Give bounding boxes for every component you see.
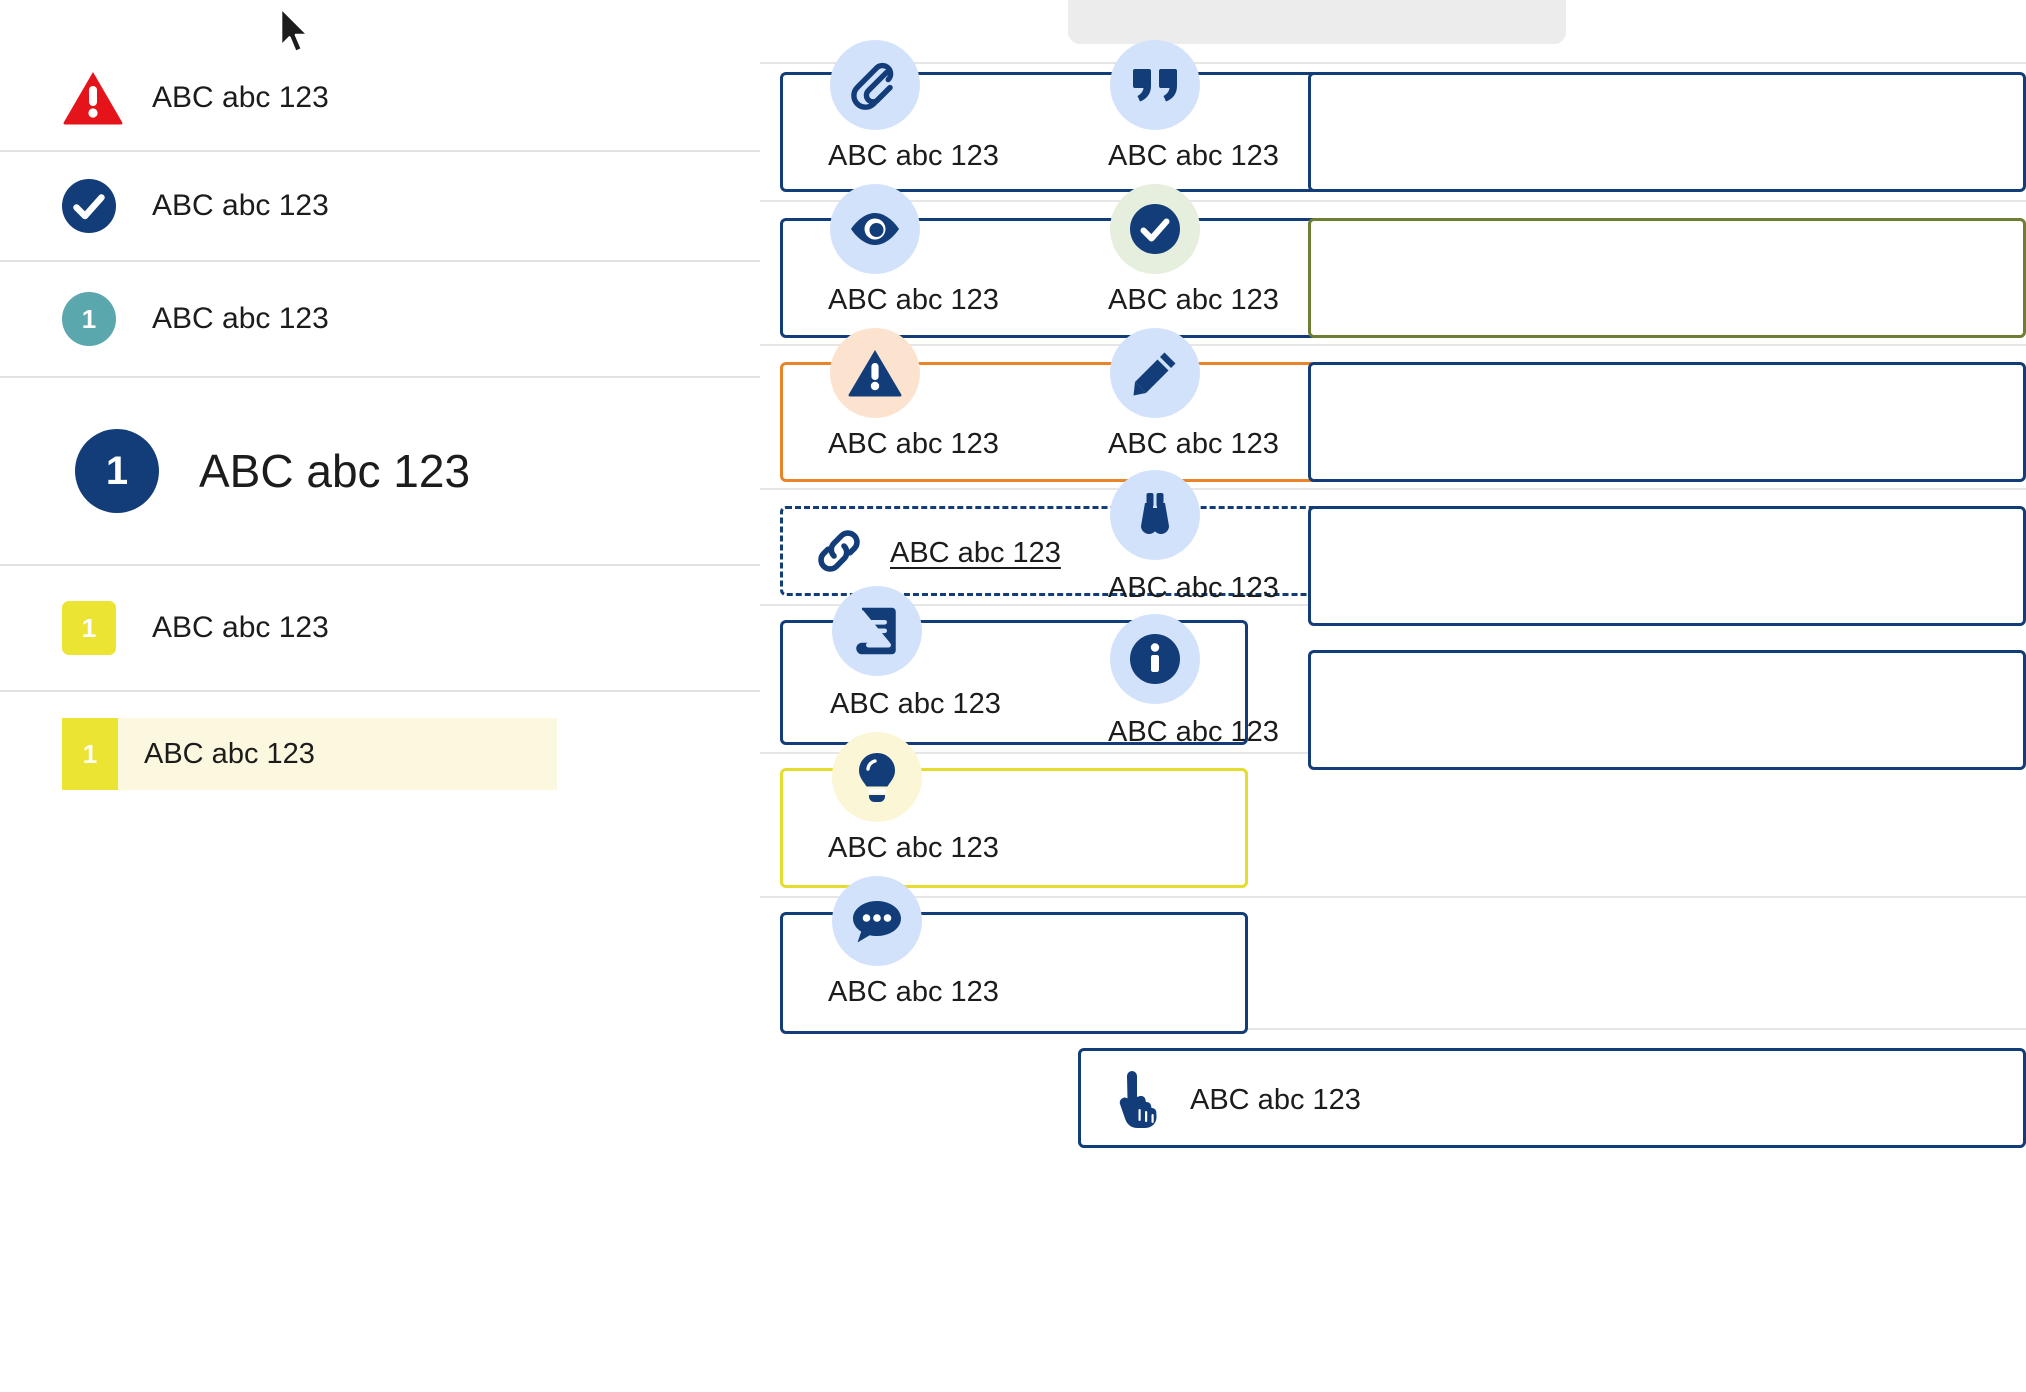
card-text: ABC abc 123 [1108, 428, 1279, 460]
paperclip-icon [830, 40, 920, 130]
number-badge-icon: 1 [62, 718, 118, 790]
card-edit[interactable] [1308, 362, 2026, 482]
list-item-count-navy-large[interactable]: 1 ABC abc 123 [0, 378, 835, 564]
badge-count: 1 [81, 304, 97, 334]
divider [760, 344, 2026, 346]
list-item-label: ABC abc 123 [152, 81, 329, 114]
card-link[interactable] [780, 506, 1348, 596]
card-text: ABC abc 123 [828, 284, 999, 316]
list-item-alert-success[interactable]: ABC abc 123 [0, 152, 822, 260]
divider [0, 690, 760, 692]
list-item-alert-danger[interactable]: ABC abc 123 [0, 48, 822, 148]
divider [0, 564, 760, 566]
cards-area: ABC abc 123 ABC abc 123 ABC abc 123 ABC … [760, 0, 2026, 1392]
pointing-hand-icon [1112, 1068, 1168, 1130]
card-info[interactable] [1308, 650, 2026, 770]
badge-count: 1 [81, 613, 97, 643]
card-text: ABC abc 123 [828, 428, 999, 460]
card-text: ABC abc 123 [828, 832, 999, 864]
lightbulb-icon [832, 732, 922, 822]
card-success[interactable] [1308, 218, 2026, 338]
check-circle-icon [62, 179, 116, 233]
left-column: ABC abc 123 ABC abc 123 1 ABC abc 123 1 … [0, 0, 760, 1392]
card-text: ABC abc 123 [1190, 1084, 1361, 1116]
divider [1080, 1028, 2026, 1030]
list-item-label: ABC abc 123 [144, 737, 315, 770]
list-item-label: ABC abc 123 [152, 611, 329, 644]
divider [760, 896, 2026, 898]
binoculars-icon [1110, 470, 1200, 560]
list-item-label: ABC abc 123 [152, 302, 329, 335]
card-link-text[interactable]: ABC abc 123 [890, 537, 1061, 569]
number-badge-icon: 1 [75, 429, 159, 513]
divider [760, 200, 2026, 202]
warning-triangle-icon [62, 70, 124, 126]
info-circle-icon [1110, 614, 1200, 704]
badge-count: 1 [82, 738, 98, 769]
pencil-icon [1110, 328, 1200, 418]
card-text: ABC abc 123 [1108, 572, 1279, 604]
list-item-label: ABC abc 123 [152, 189, 329, 222]
quotation-mark-icon [1110, 40, 1200, 130]
background-panel [1068, 0, 1566, 44]
card-action[interactable] [1078, 1048, 2026, 1148]
card-text: ABC abc 123 [828, 140, 999, 172]
divider [760, 488, 2026, 490]
card-text: ABC abc 123 [1108, 140, 1279, 172]
number-badge-icon: 1 [62, 601, 116, 655]
book-icon [832, 586, 922, 676]
list-item-count-yellow[interactable]: 1 ABC abc 123 [0, 566, 822, 690]
card-text: ABC abc 123 [1108, 716, 1279, 748]
card-text: ABC abc 123 [1108, 284, 1279, 316]
link-icon [814, 526, 864, 576]
divider [0, 260, 760, 262]
eye-icon [830, 184, 920, 274]
divider [760, 62, 2026, 64]
warning-triangle-icon [830, 328, 920, 418]
badge-count: 1 [105, 449, 129, 493]
card-text: ABC abc 123 [830, 688, 1001, 720]
chat-bubble-icon [832, 876, 922, 966]
divider [0, 376, 760, 378]
list-item-count-teal[interactable]: 1 ABC abc 123 [0, 262, 822, 376]
card-text: ABC abc 123 [828, 976, 999, 1008]
list-item-label: ABC abc 123 [199, 445, 471, 497]
number-badge-icon: 1 [62, 292, 116, 346]
divider [0, 150, 760, 152]
card-observe[interactable] [1308, 506, 2026, 626]
check-circle-icon [1110, 184, 1200, 274]
card-quote[interactable] [1308, 72, 2026, 192]
list-item-selected[interactable]: 1 ABC abc 123 [62, 718, 557, 790]
